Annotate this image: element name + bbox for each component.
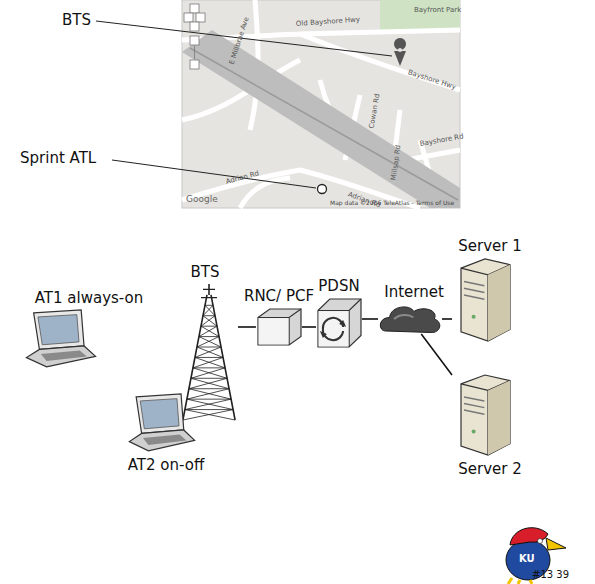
node-label: BTS [191,263,220,281]
server: Server 1 [452,258,512,342]
map-place-name: Bayfront Park [414,6,461,15]
cloud-icon [378,304,442,334]
callout-label: BTS [62,12,91,29]
bts-marker-dot [398,48,402,52]
sprint-atl-marker [318,185,327,194]
map-attribution: Map data ©2006 TeleAtlas - Terms of Use [330,199,454,207]
bts-marker [394,38,406,66]
server: Server 2 [452,374,512,456]
map-logo: Google [186,194,218,205]
map-ground [182,0,460,208]
freeway [182,30,460,208]
router-icon [316,298,362,348]
network-link [362,318,378,320]
rnc-pcf-box: RNC/ PCF [256,308,302,346]
server-icon [452,258,512,342]
map-roads [182,0,460,208]
callout-label: Sprint ATL [20,150,96,167]
tower-icon [180,284,238,420]
freeway-center [190,48,458,200]
node-label: PDSN [318,277,359,295]
network-link [302,326,316,328]
server-icon [452,374,512,456]
slide-number: #13 39 [532,569,569,581]
network-link [421,334,452,375]
node-label: AT2 on-off [128,456,204,474]
network-link [442,318,452,320]
box-icon [256,308,302,346]
laptop-icon [25,310,97,368]
node-label: Server 1 [458,237,522,255]
leader-line [112,160,316,188]
node-label: Internet [384,283,444,301]
map-zoom-control [184,4,205,69]
pdsn-router: PDSN [316,298,362,348]
node-label: AT1 always-on [35,289,143,307]
bts-tower: BTS [180,284,238,420]
laptop-terminal: AT2 on-off [128,394,196,452]
park-area [380,0,460,30]
node-label: RNC/ PCF [244,287,314,305]
laptop-icon [128,394,196,452]
logo-text: KU [519,553,535,565]
node-label: Server 2 [458,460,522,478]
internet-cloud: Internet [378,304,442,334]
network-link [238,326,256,328]
laptop-terminal: AT1 always-on [25,310,97,368]
